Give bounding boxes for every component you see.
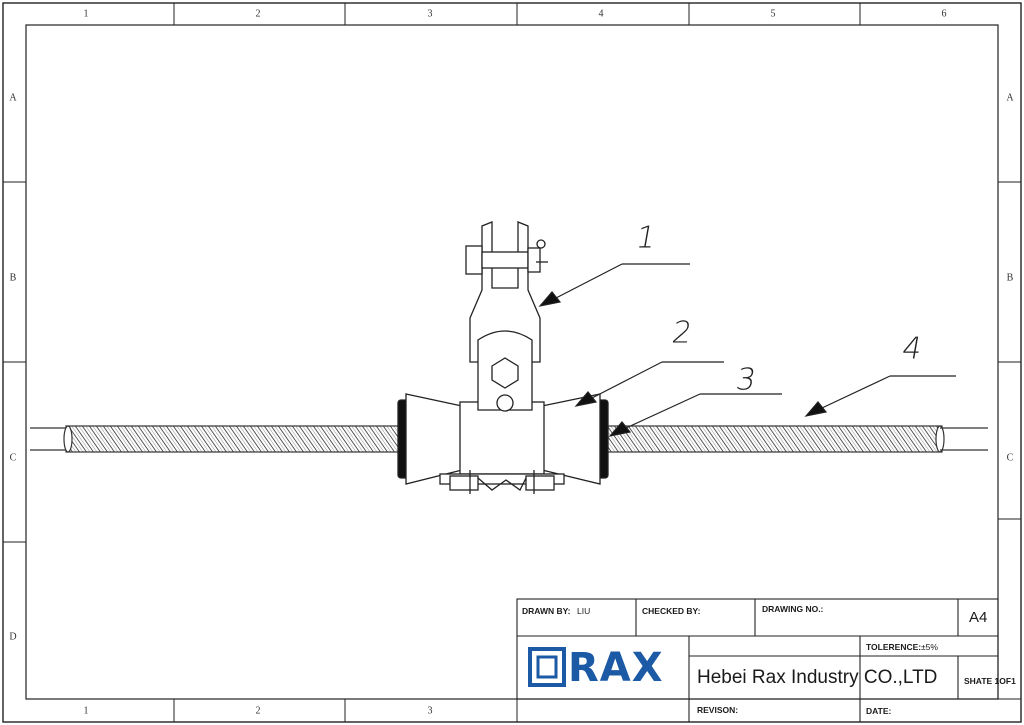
column-label-4: 4: [598, 8, 604, 20]
drawn-by-label: DRAWN BY:: [522, 606, 571, 616]
title-block-grid: [516, 598, 1021, 722]
row-label-d-left: D: [9, 631, 17, 643]
clamp-body-left: [405, 393, 463, 485]
column-label-2: 2: [255, 8, 261, 20]
date-label: DATE:: [866, 706, 892, 716]
hex-bolt-icon: [491, 357, 519, 389]
bottom-column-label-1: 1: [83, 705, 89, 717]
row-label-b-left: B: [9, 272, 17, 284]
bottom-column-label-2: 2: [255, 705, 261, 717]
clamp-housing: [459, 401, 545, 475]
row-label-a-right: A: [1006, 92, 1014, 104]
row-label-b-right: B: [1006, 272, 1014, 284]
bottom-column-label-3: 3: [427, 705, 433, 717]
drawing-no-label: DRAWING NO.:: [762, 604, 824, 614]
bottom-zone-dividers: [173, 699, 518, 722]
clamp-assembly: [397, 221, 609, 494]
tolerance-value: ±5%: [921, 642, 938, 652]
cable-left: [30, 425, 403, 453]
rax-logo-icon: [528, 647, 566, 687]
column-label-3: 3: [427, 8, 433, 20]
side-zone-dividers: [3, 181, 1021, 543]
bottom-plate: [439, 473, 565, 485]
drawn-by-value: LIU: [577, 606, 591, 616]
rax-logo-text: RAX: [568, 645, 664, 691]
column-label-1: 1: [83, 8, 89, 20]
paper-size: A4: [969, 609, 988, 626]
clamp-body-right: [541, 393, 601, 485]
pin-icon: [496, 394, 514, 412]
sheet-number: SHATE 1OF1: [964, 676, 1016, 686]
column-label-6: 6: [941, 8, 947, 20]
revision-label: REVISON:: [697, 705, 739, 715]
column-label-5: 5: [770, 8, 776, 20]
row-label-a-left: A: [9, 92, 17, 104]
top-zone-dividers: [173, 3, 861, 25]
cable-right: [603, 425, 988, 453]
row-label-c-right: C: [1006, 452, 1014, 464]
clevis-bolt-head: [465, 245, 483, 275]
checked-by-label: CHECKED BY:: [642, 606, 701, 616]
leader-lines: [538, 263, 956, 437]
row-label-c-left: C: [9, 452, 17, 464]
tolerance-label: TOLERENCE:: [866, 642, 922, 652]
company-name: Hebei Rax Industry CO.,LTD: [697, 667, 938, 688]
cotter-pin-icon: [536, 239, 546, 249]
